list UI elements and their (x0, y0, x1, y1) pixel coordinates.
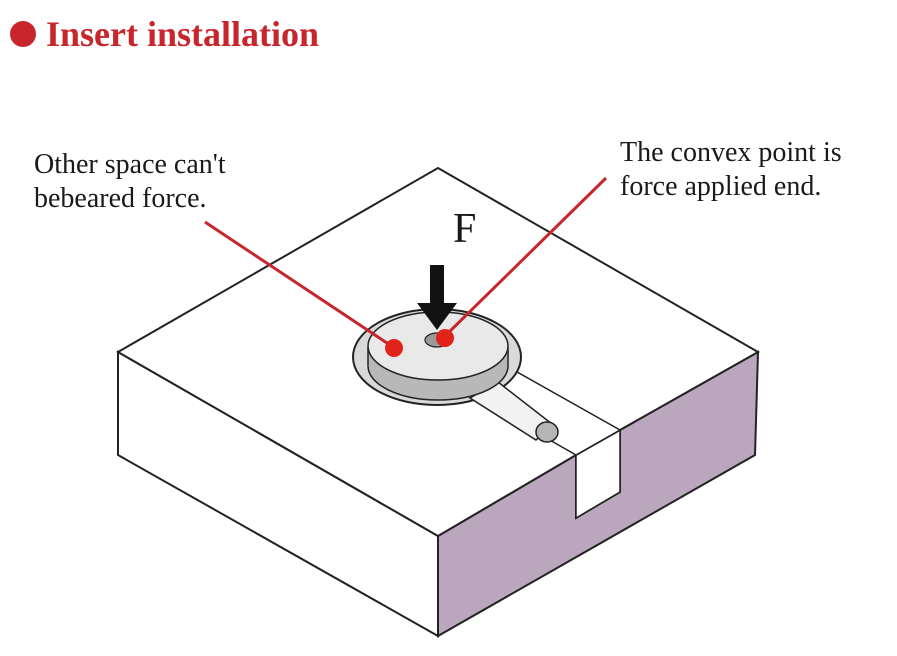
left-leader-line (204, 220, 394, 349)
right-leader-line (443, 176, 608, 338)
force-arrow-head (417, 303, 457, 330)
annotation-right-line2: force applied end. (620, 171, 822, 202)
force-arrow-shaft (430, 265, 444, 305)
annotation-left-line2: bebeared force. (34, 183, 207, 214)
annotation-convex-point: The convex point is force applied end. (620, 136, 842, 204)
annotation-right-line1: The convex point is (620, 137, 842, 168)
annotation-other-space: Other space can't bebeared force. (34, 148, 226, 216)
force-label: F (453, 206, 477, 252)
insert-stem-end (535, 421, 559, 443)
left-leader-dot (385, 339, 403, 357)
page-header: Insert installation (10, 14, 319, 54)
page-title: Insert installation (46, 14, 320, 54)
annotation-left-line1: Other space can't (34, 149, 226, 180)
bullet-dot-icon (10, 21, 36, 47)
right-leader-dot (436, 329, 454, 347)
